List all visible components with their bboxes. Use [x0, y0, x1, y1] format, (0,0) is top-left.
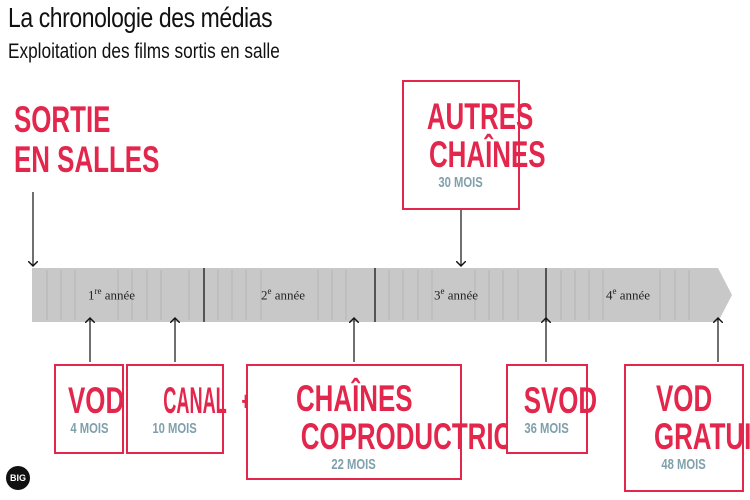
- canal-plus: +: [242, 382, 249, 420]
- year-label-2: 2e année: [261, 286, 306, 303]
- coprod-line2: COPRODUCTRICES: [300, 416, 547, 457]
- canal-delay: 10 MOIS: [152, 420, 198, 437]
- coprod-line1: CHAÎNES: [295, 378, 413, 419]
- autres-line2: CHAÎNES: [428, 134, 546, 175]
- svod-label: SVOD: [523, 380, 598, 421]
- page-title: La chronologie des médias: [8, 2, 273, 33]
- milestone-chaines-coproductrices: CHAÎNES COPRODUCTRICES 22 MOIS: [246, 364, 547, 480]
- milestone-svod: SVOD 36 MOIS: [506, 364, 597, 454]
- milestone-vod-gratuite: VOD GRATUITE 48 MOIS: [624, 364, 750, 492]
- vodgratuite-delay: 48 MOIS: [661, 456, 707, 473]
- vod-label: VOD: [68, 380, 125, 421]
- year-dividers: [203, 268, 547, 322]
- start-label-line1: SORTIE: [14, 99, 111, 140]
- milestone-canal-plus: CANAL + 10 MOIS: [126, 364, 249, 454]
- vod-delay: 4 MOIS: [69, 420, 109, 437]
- autres-line1: AUTRES: [426, 96, 534, 137]
- coprod-delay: 22 MOIS: [331, 456, 377, 473]
- canal-label: CANAL: [163, 380, 227, 421]
- page-subtitle: Exploitation des films sortis en salle: [8, 40, 280, 63]
- start-label: SORTIE EN SALLES: [14, 99, 159, 180]
- year-label-3: 3e année: [434, 286, 479, 303]
- svod-delay: 36 MOIS: [524, 420, 570, 437]
- milestone-autres-chaines: AUTRES CHAÎNES 30 MOIS: [402, 80, 546, 210]
- year-label-4: 4e année: [606, 286, 651, 303]
- month-ticks: [46, 270, 690, 320]
- brand-logo: BIG: [6, 466, 30, 490]
- vodgratuite-line2: GRATUITE: [653, 416, 750, 457]
- autres-delay: 30 MOIS: [438, 174, 484, 191]
- milestone-vod: VOD 4 MOIS: [54, 364, 124, 454]
- vodgratuite-line1: VOD: [655, 378, 713, 419]
- year-label-1: 1re année: [88, 286, 136, 303]
- timeline-bar: [32, 268, 732, 322]
